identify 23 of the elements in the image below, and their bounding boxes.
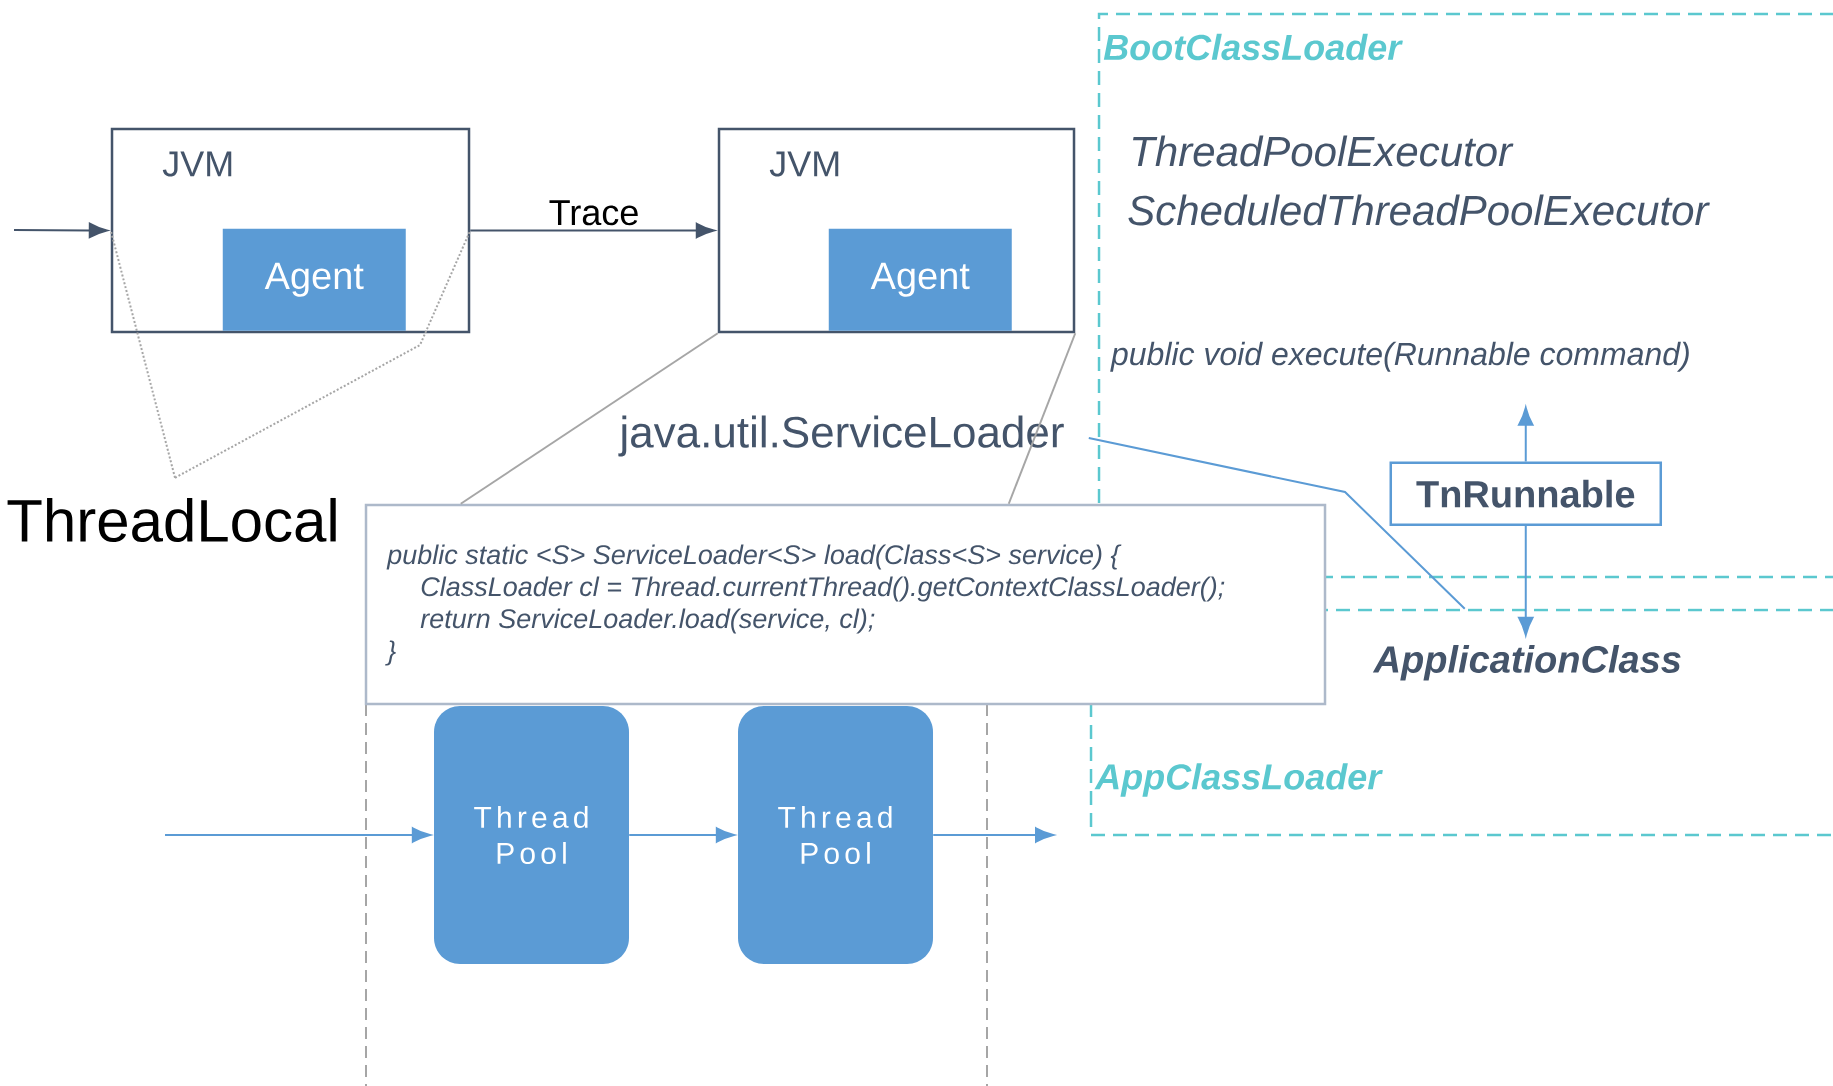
class-name: ScheduledThreadPoolExecutor: [1128, 194, 1710, 226]
class-name: ThreadPoolExecutor: [1133, 135, 1514, 167]
arrow: [1518, 406, 1534, 463]
class-name: ApplicationClass: [1372, 645, 1681, 681]
agent-box: Agent: [828, 228, 1012, 331]
method-signature: public void execute(Runnable command): [1110, 341, 1689, 372]
thread-pool-box: Thread Pool: [738, 706, 933, 964]
arrow: [164, 827, 431, 843]
arrow: [932, 827, 1054, 843]
code-box: public static <S> ServiceLoader<S> load(Class<S> service) { ClassLoader cl = Thread.currentThread().getContextClassLoader(); return ServiceLoader.load(service, cl); }: [364, 503, 1327, 706]
connector-line: [1087, 437, 1466, 610]
thread-pool-box: Thread Pool: [434, 706, 629, 964]
connector-line: [459, 332, 719, 505]
edge-label: Trace: [546, 198, 642, 228]
connector-line: [1007, 332, 1077, 505]
connector-line: [109, 229, 176, 479]
arrow: [1518, 525, 1534, 636]
agent-box: Agent: [222, 228, 406, 331]
arrow: [628, 827, 735, 843]
class-box: TnRunnable: [1389, 461, 1662, 526]
connector-line: [174, 229, 472, 479]
class-name: ThreadLocal: [7, 497, 336, 542]
class-name: java.util.ServiceLoader: [618, 415, 1064, 457]
